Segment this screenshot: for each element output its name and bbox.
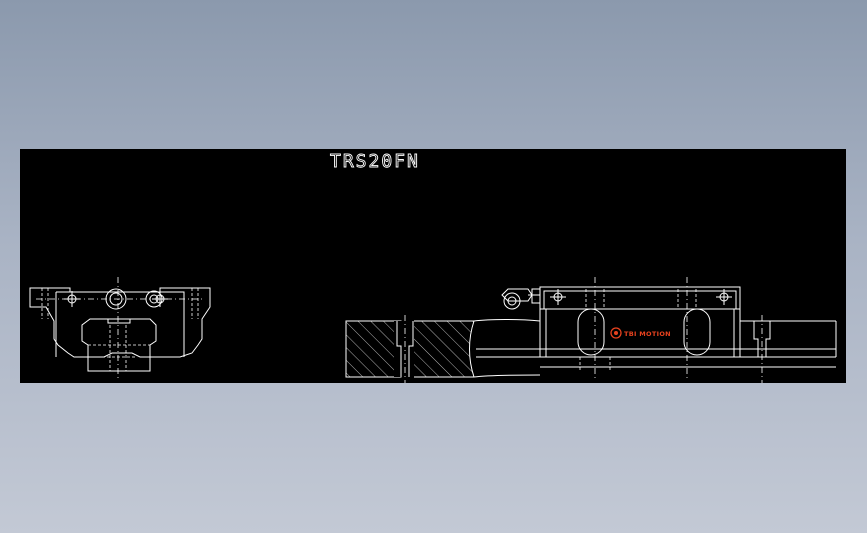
side-view-rail-bolt-hole — [396, 321, 414, 377]
side-view-rail — [473, 319, 541, 378]
end-view-rail-groove — [107, 319, 131, 324]
end-view-rail-profile — [81, 318, 157, 372]
end-view-flange-outline — [29, 287, 211, 358]
side-view-mount-hole-2 — [716, 289, 732, 305]
side-view-recirc-slot-left — [577, 308, 605, 356]
cad-drawing: TRS20FN — [29, 151, 837, 383]
svg-text:TBI MOTION: TBI MOTION — [624, 330, 671, 338]
side-view-end-cap-right — [733, 308, 741, 358]
drawing-viewport[interactable]: TRS20FN — [20, 149, 846, 383]
side-view-grease-nipple — [501, 288, 541, 310]
side-view-mount-hole-1 — [550, 289, 566, 305]
drawing-title: TRS20FN — [330, 151, 420, 172]
side-view: TBI MOTION — [345, 277, 837, 383]
side-view-brand-logo: TBI MOTION — [610, 327, 671, 339]
end-view — [29, 277, 211, 381]
end-view-block-body — [55, 291, 185, 357]
side-view-rail-bolt-hole-right — [753, 321, 771, 357]
side-view-recirc-slot-right — [683, 308, 711, 356]
side-view-end-cap-left — [539, 308, 547, 358]
side-view-break-line — [469, 320, 475, 378]
